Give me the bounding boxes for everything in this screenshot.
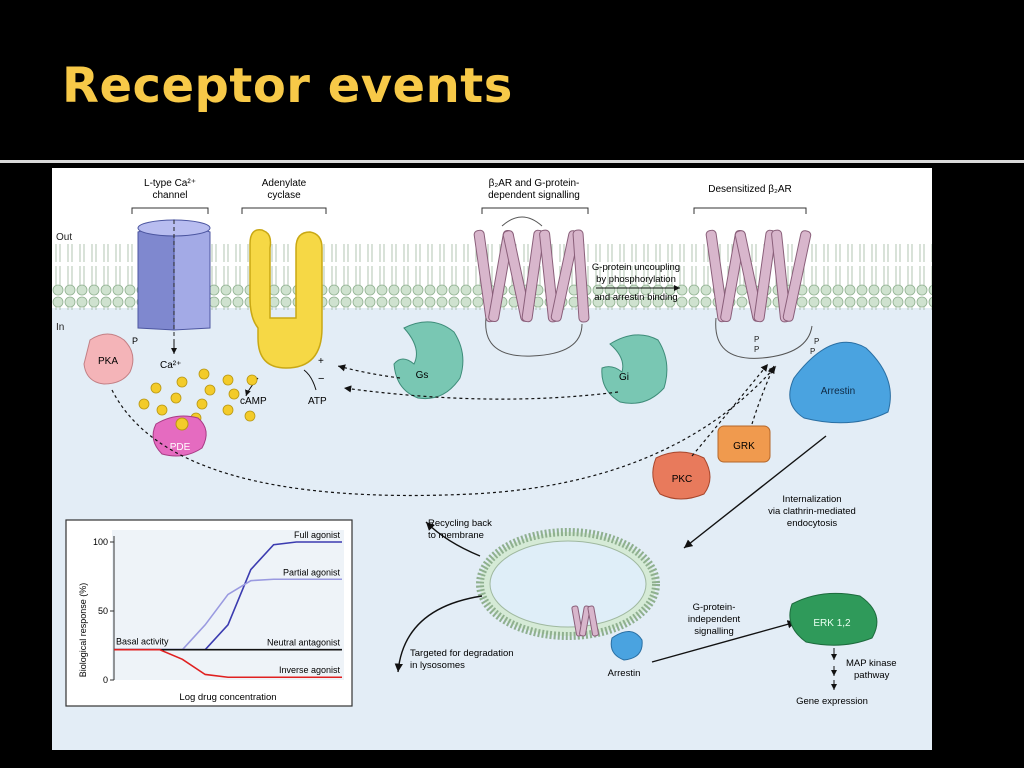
- receptor-diagram: Out In L-type Ca²⁺ channel Adenylate cyc…: [52, 168, 932, 750]
- chart-ytick-label-0: 0: [103, 675, 108, 685]
- chart-ytick-label-50: 50: [98, 606, 108, 616]
- gprotein-independent-path: G-protein- independent signalling: [651, 602, 797, 663]
- series-label-0: Full agonist: [294, 530, 341, 540]
- recycling-line2: to membrane: [428, 530, 484, 541]
- series-label-1: Partial agonist: [283, 567, 341, 577]
- minus-sign: −: [318, 373, 324, 385]
- adenylate-cyclase-header: Adenylate cyclase: [241, 178, 327, 214]
- ltype-label-line2: channel: [152, 190, 187, 201]
- svg-text:P: P: [810, 347, 815, 356]
- pka-protein: PKA: [83, 333, 134, 385]
- map-kinase-line1: MAP kinase: [846, 658, 897, 669]
- svg-text:P: P: [754, 335, 759, 344]
- pka-label: PKA: [98, 356, 118, 367]
- gs-protein: Gs: [393, 321, 464, 400]
- adenylate-cyclase: + − cAMP ATP: [240, 229, 327, 407]
- ltype-channel-header: L-type Ca²⁺ channel: [131, 178, 209, 214]
- slide-title: Receptor events: [62, 58, 513, 114]
- ltype-calcium-channel: P Ca²⁺: [132, 219, 211, 371]
- pkc-label: PKC: [672, 474, 693, 485]
- uncoupling-line3: and arrestin binding: [594, 292, 677, 303]
- internalization-line1: Internalization: [782, 494, 841, 505]
- internalization-path: Internalization via clathrin-mediated en…: [683, 435, 856, 549]
- cyclase-label-line1: Adenylate: [262, 178, 307, 189]
- gpi-line3: signalling: [694, 626, 734, 637]
- gi-label: Gi: [619, 372, 629, 383]
- gpi-line1: G-protein-: [693, 602, 736, 613]
- chart-ytick-label-100: 100: [93, 537, 108, 547]
- gi-protein: Gi: [601, 334, 668, 404]
- recycling-path: Recycling back to membrane: [425, 518, 492, 557]
- desensitized-receptor: P P P P: [705, 229, 819, 359]
- uncoupling-line1: G-protein uncoupling: [592, 262, 680, 273]
- calcium-label: Ca²⁺: [160, 360, 181, 371]
- camp-label: cAMP: [240, 396, 267, 407]
- degradation-line2: in lysosomes: [410, 660, 465, 671]
- b2ar-signalling-header: β₂AR and G-protein- dependent signalling: [481, 178, 589, 214]
- degradation-path: Targeted for degradation in lysosomes: [394, 595, 514, 673]
- ltype-label-line1: L-type Ca²⁺: [144, 178, 196, 189]
- b2ar-receptor: [473, 216, 590, 357]
- gpi-line2: independent: [688, 614, 741, 625]
- arrestin-protein: Arrestin: [789, 341, 891, 424]
- basal-activity-label: Basal activity: [116, 637, 169, 647]
- internalization-line3: endocytosis: [787, 518, 837, 529]
- series-label-2: Neutral antagonist: [267, 638, 341, 648]
- endosome-vesicle: [476, 528, 660, 640]
- cyclase-label-line2: cyclase: [267, 190, 301, 201]
- chart-ylabel: Biological response (%): [78, 583, 88, 678]
- plus-sign: +: [318, 356, 324, 367]
- desensitized-label: Desensitized β₂AR: [708, 184, 792, 195]
- erk-protein: ERK 1,2: [789, 592, 878, 646]
- degradation-line1: Targeted for degradation: [410, 648, 514, 659]
- b2ar-label-line2: dependent signalling: [488, 190, 580, 201]
- signalling-arrows: [111, 363, 777, 497]
- gene-expression-label: Gene expression: [796, 696, 868, 707]
- svg-text:P: P: [754, 345, 759, 354]
- gs-label: Gs: [416, 370, 429, 381]
- receptor-figure: Out In L-type Ca²⁺ channel Adenylate cyc…: [52, 168, 932, 750]
- erk-label: ERK 1,2: [813, 618, 851, 629]
- arrestin-label: Arrestin: [821, 386, 855, 397]
- map-kinase-line2: pathway: [854, 670, 890, 681]
- grk-label: GRK: [733, 441, 755, 452]
- vesicle-arrestin-label: Arrestin: [608, 668, 641, 679]
- vesicle-arrestin: Arrestin: [608, 631, 643, 679]
- svg-text:P: P: [814, 337, 819, 346]
- chart-xlabel: Log drug concentration: [179, 692, 276, 703]
- title-bar: Receptor events: [0, 0, 1024, 160]
- internalization-line2: via clathrin-mediated: [768, 506, 856, 517]
- out-label: Out: [56, 232, 72, 243]
- b2ar-label-line1: β₂AR and G-protein-: [489, 178, 580, 189]
- recycling-line1: Recycling back: [428, 518, 492, 529]
- pkc-protein: PKC: [652, 451, 711, 500]
- uncoupling-annotation: G-protein uncoupling by phosphorylation …: [592, 262, 680, 303]
- title-divider: [0, 160, 1024, 163]
- pde-protein: PDE: [152, 415, 207, 457]
- grk-protein: GRK: [717, 425, 771, 463]
- phospho-p-channel: P: [132, 336, 138, 346]
- atp-label: ATP: [308, 396, 327, 407]
- pde-label: PDE: [170, 442, 191, 453]
- uncoupling-line2: by phosphorylation: [596, 274, 676, 285]
- in-label: In: [56, 322, 64, 333]
- map-kinase-cascade: MAP kinase pathway Gene expression: [796, 648, 897, 707]
- desensitized-header: Desensitized β₂AR: [693, 184, 807, 214]
- series-label-3: Inverse agonist: [279, 665, 341, 675]
- series-line-3: [114, 648, 342, 679]
